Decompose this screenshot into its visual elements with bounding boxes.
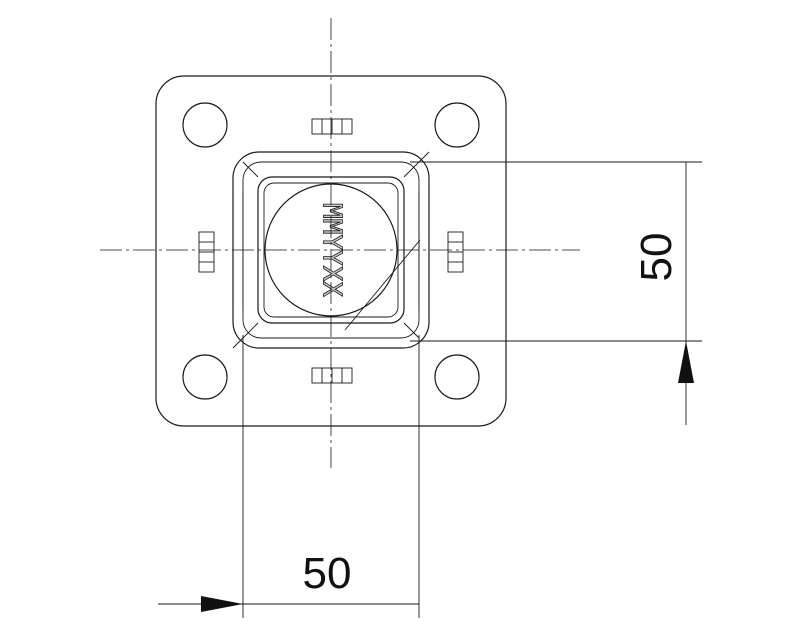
mounting-hole-top-right <box>434 102 480 148</box>
mounting-hole-bottom-left <box>182 354 228 400</box>
dimension-arrow-horizontal <box>201 596 243 612</box>
mounting-hole-top-left <box>182 102 228 148</box>
dimension-label-vertical: 50 <box>632 233 681 282</box>
dimension-arrow-vertical <box>678 341 694 383</box>
chamfer-line-top-left <box>242 161 259 178</box>
vertical-dimension: 50 <box>410 161 702 425</box>
weld-mark-bottom <box>311 367 353 384</box>
weld-mark-left <box>198 231 215 273</box>
horizontal-dimension: 50 <box>158 335 420 618</box>
mounting-hole-bottom-right <box>434 354 480 400</box>
chamfer-line-bottom-left <box>232 322 259 349</box>
weld-mark-top <box>311 118 353 135</box>
weld-mark-right <box>447 231 464 273</box>
chamfer-line-top-right <box>403 151 430 178</box>
section-line <box>344 239 421 331</box>
dimension-label-horizontal: 50 <box>303 549 352 598</box>
chamfer-line-bottom-right <box>403 322 420 339</box>
